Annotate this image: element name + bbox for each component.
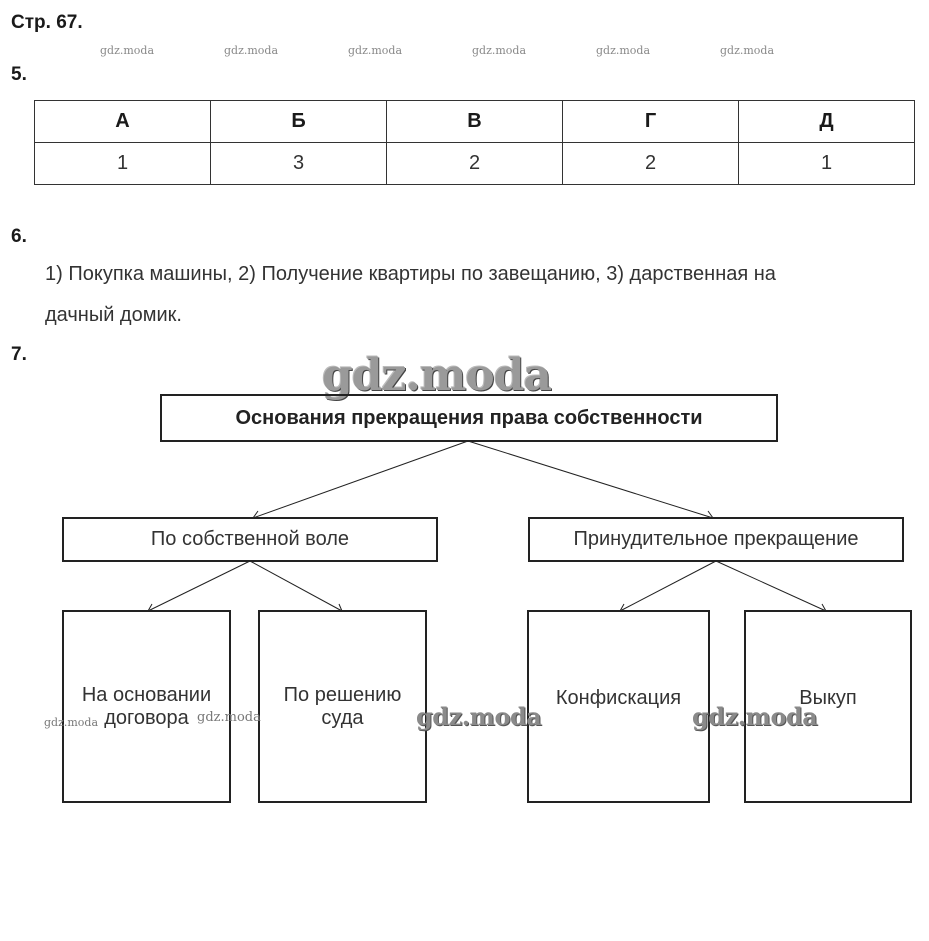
- table-row: 1 3 2 2 1: [34, 142, 915, 185]
- watermark: gdz.moda: [720, 44, 775, 57]
- diagram-leaf-confiscation: Конфискация: [527, 610, 710, 803]
- table-cell: 3: [210, 142, 387, 185]
- watermark: gdz.moda: [322, 350, 552, 401]
- watermark: gdz.moda: [100, 44, 155, 57]
- connector-left-child2: [249, 560, 343, 612]
- diagram-leaf-court: По решению суда: [258, 610, 427, 803]
- table-header-row: А Б В Г Д: [34, 100, 915, 143]
- connector-root-left: [252, 440, 469, 519]
- task6-answer-line2: дачный домик.: [45, 304, 182, 326]
- table-cell: 2: [562, 142, 739, 185]
- diagram-root-box: Основания прекращения права собственност…: [160, 394, 778, 442]
- table-header-cell: Д: [738, 100, 915, 143]
- diagram-branch-voluntary: По собственной воле: [62, 517, 438, 562]
- watermark: gdz.moda: [197, 710, 261, 725]
- diagram-leaf-buyout: Выкуп: [744, 610, 912, 803]
- diagram-leaf-contract: На основании договора: [62, 610, 231, 803]
- watermark: gdz.moda: [44, 716, 99, 729]
- connector-right-child2: [715, 560, 827, 612]
- table-cell: 1: [34, 142, 211, 185]
- watermark: gdz.moda: [692, 702, 818, 731]
- watermark: gdz.moda: [224, 44, 279, 57]
- connector-root-right: [467, 440, 714, 519]
- connector-right-child1: [619, 560, 717, 612]
- table-cell: 1: [738, 142, 915, 185]
- task6-answer-line1: 1) Покупка машины, 2) Получение квартиры…: [45, 263, 776, 285]
- task6-number: 6.: [11, 226, 27, 247]
- watermark: gdz.moda: [348, 44, 403, 57]
- watermark: gdz.moda: [416, 702, 542, 731]
- diagram-branch-forced: Принудительное прекращение: [528, 517, 904, 562]
- task7-number: 7.: [11, 344, 27, 365]
- page-label: Стр. 67.: [11, 12, 83, 33]
- table-cell: 2: [386, 142, 563, 185]
- task5-number: 5.: [11, 64, 27, 85]
- connector-left-child1: [147, 560, 251, 612]
- watermark: gdz.moda: [596, 44, 651, 57]
- answer-table: А Б В Г Д 1 3 2 2 1: [34, 100, 915, 185]
- watermark: gdz.moda: [472, 44, 527, 57]
